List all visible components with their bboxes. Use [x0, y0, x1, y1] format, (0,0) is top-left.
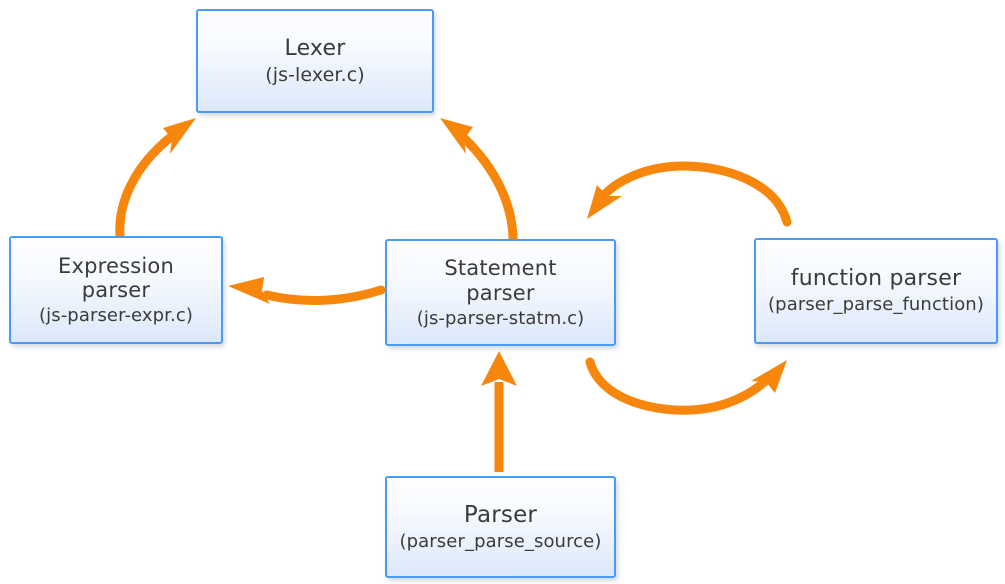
edge-statement-to-function — [585, 357, 787, 415]
edge-statement-to-expression — [228, 277, 386, 305]
node-lexer-title: Lexer — [284, 35, 346, 61]
node-function-parser-title: function parser — [790, 266, 962, 292]
node-function-parser-subtitle: (parser_parse_function) — [768, 294, 984, 316]
node-statement-parser-title-line1: Statement — [444, 256, 557, 281]
edge-statement-to-lexer — [440, 118, 518, 243]
node-statement-parser-subtitle: (js-parser-statm.c) — [416, 307, 585, 329]
node-expression-parser-title-line2: parser — [81, 278, 151, 303]
node-lexer[interactable]: Lexer (js-lexer.c) — [196, 9, 434, 113]
node-parser[interactable]: Parser (parser_parse_source) — [385, 476, 616, 578]
edge-expression-to-lexer — [115, 118, 196, 241]
node-statement-parser[interactable]: Statement parser (js-parser-statm.c) — [385, 239, 616, 346]
node-expression-parser[interactable]: Expression parser (js-parser-expr.c) — [9, 236, 223, 344]
node-lexer-subtitle: (js-lexer.c) — [265, 63, 365, 86]
node-function-parser[interactable]: function parser (parser_parse_function) — [754, 238, 998, 344]
node-parser-title: Parser — [463, 501, 538, 528]
node-statement-parser-title-line2: parser — [466, 280, 535, 305]
node-expression-parser-subtitle: (js-parser-expr.c) — [39, 305, 193, 327]
node-expression-parser-title-line1: Expression — [58, 253, 174, 278]
node-parser-subtitle: (parser_parse_source) — [399, 530, 602, 552]
edge-parser-to-statement — [481, 351, 517, 472]
edge-function-to-statement — [587, 161, 792, 227]
